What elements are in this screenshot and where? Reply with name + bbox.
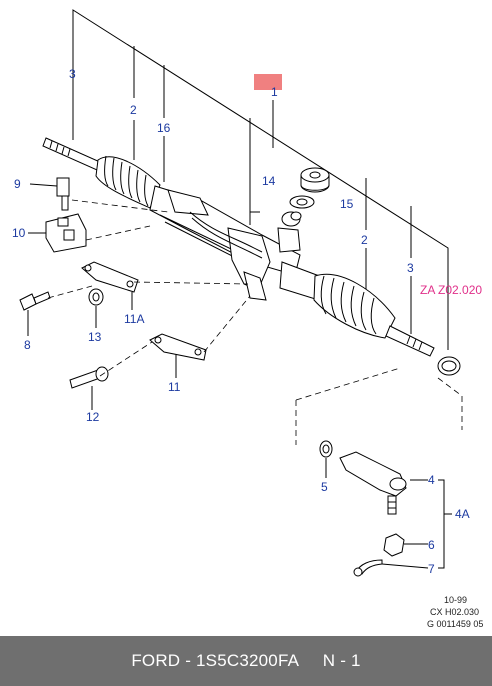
callout-3-right: 3 — [407, 261, 414, 275]
callout-15: 15 — [340, 197, 354, 211]
steering-rack — [42, 137, 461, 376]
note-code: CX H02.030 — [430, 607, 479, 617]
callout-3-top: 3 — [69, 67, 76, 81]
tie-rod-end — [319, 440, 452, 577]
bracket-11a — [81, 261, 139, 310]
dashed-connectors — [47, 199, 463, 445]
nut-13 — [88, 288, 104, 328]
bolt-12 — [69, 366, 109, 410]
bracket-11 — [149, 333, 207, 378]
highlight-marker — [254, 74, 282, 90]
callout-1: 1 — [271, 85, 278, 99]
callout-8: 8 — [24, 338, 31, 352]
bolt-8 — [19, 291, 51, 336]
callout-4: 4 — [428, 473, 435, 487]
bolt-9 — [29, 177, 70, 211]
callout-16: 16 — [157, 121, 171, 135]
callout-11: 11 — [168, 380, 181, 394]
callout-4a: 4A — [455, 507, 470, 521]
mount-bush — [289, 167, 330, 209]
callout-14: 14 — [262, 174, 276, 188]
callout-9: 9 — [14, 177, 21, 191]
part-number-caption: FORD - 1S5C3200FA N - 1 — [131, 651, 361, 670]
callout-12: 12 — [86, 410, 100, 424]
callout-11a: 11A — [124, 312, 144, 326]
callout-7: 7 — [428, 562, 435, 576]
callout-2-right: 2 — [361, 233, 368, 247]
leader-frame — [72, 9, 449, 350]
callout-5: 5 — [321, 480, 328, 494]
block-10 — [28, 213, 87, 253]
callout-6: 6 — [428, 538, 435, 552]
footer-bar: FORD - 1S5C3200FA N - 1 — [0, 636, 492, 686]
callout-13: 13 — [88, 330, 102, 344]
callout-2-top: 2 — [130, 103, 137, 117]
callout-10: 10 — [12, 226, 26, 240]
note-date: 10-99 — [444, 595, 467, 605]
reference-code: ZA Z02.020 — [420, 283, 482, 297]
note-id: G 0011459 05 — [427, 619, 483, 629]
exploded-parts-diagram: 1 3 2 16 14 15 2 3 ZA Z02.020 9 10 11A 8… — [12, 9, 483, 629]
